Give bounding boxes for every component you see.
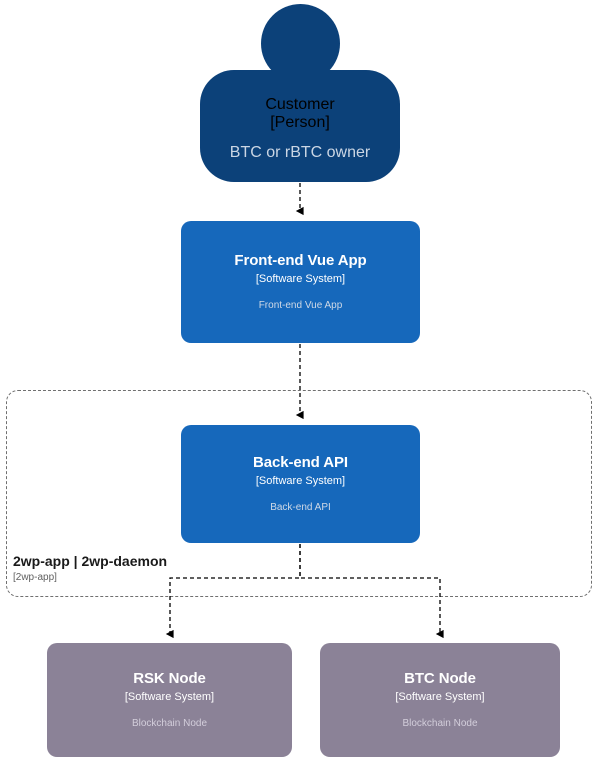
node-title: RSK Node [133,669,206,687]
node-type: [Software System] [124,690,215,703]
node-title: Customer [265,96,335,113]
person-head-icon [261,4,340,83]
boundary-label-group: 2wp-app | 2wp-daemon [2wp-app] [13,552,167,585]
node-frontend-vue-app[interactable]: Front-end Vue App [Software System] Fron… [181,221,420,343]
node-type: [Software System] [255,474,346,487]
node-title: Back-end API [253,453,348,471]
node-type: [Software System] [255,272,346,285]
node-customer[interactable]: Customer [Person] BTC or rBTC owner [200,4,400,182]
node-type: [Software System] [395,690,485,703]
boundary-title: 2wp-app | 2wp-daemon [13,553,168,569]
node-btc-node[interactable]: BTC Node [Software System] Blockchain No… [320,643,560,757]
node-description: Blockchain Node [402,718,478,730]
node-rsk-node[interactable]: RSK Node [Software System] Blockchain No… [47,643,292,757]
boundary-type: [2wp-app] [13,572,57,584]
node-title: Front-end Vue App [234,251,367,269]
node-description: Blockchain Node [131,718,208,730]
node-title: BTC Node [404,669,476,687]
node-type: [Person] [270,114,330,131]
node-description: Front-end Vue App [258,300,343,312]
person-body: Customer [Person] BTC or rBTC owner [200,70,400,182]
node-backend-api[interactable]: Back-end API [Software System] Back-end … [181,425,420,543]
node-description: BTC or rBTC owner [229,144,371,161]
node-description: Back-end API [270,502,331,514]
